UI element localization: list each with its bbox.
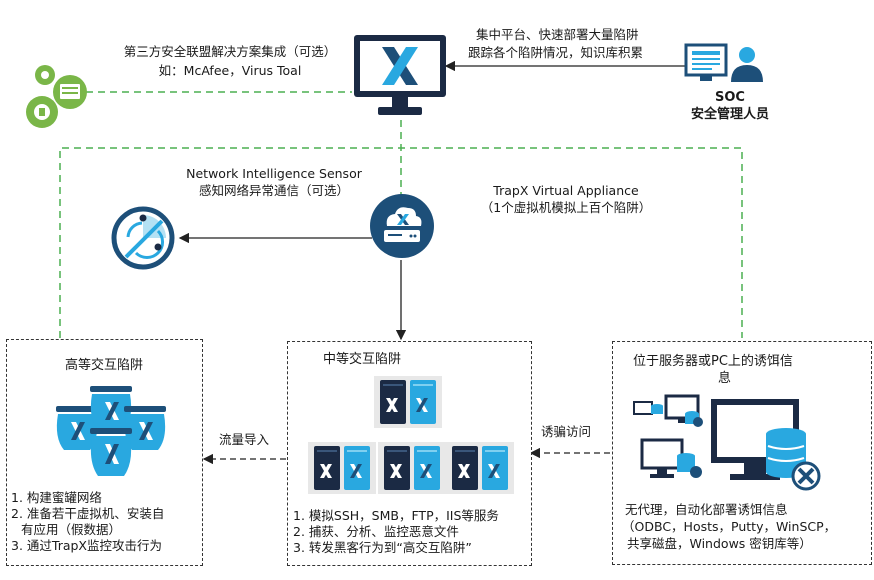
list-item: 2. 准备若干虚拟机、安装自	[11, 506, 165, 521]
decoy-desc-line1: 无代理，自动化部署诱饵信息	[625, 502, 788, 517]
gears-icon	[26, 65, 87, 128]
server-tower-icon	[308, 376, 514, 494]
soc-operator-icon	[684, 43, 763, 82]
decoy-title-line1: 位于服务器或PC上的诱饵信	[633, 354, 793, 369]
sensor-subtitle: 感知网络异常通信（可选）	[198, 183, 349, 198]
traffic-label: 流量导入	[219, 432, 270, 447]
cloud-appliance-icon	[370, 194, 434, 258]
list-item: 1. 构建蜜罐网络	[11, 490, 102, 505]
high-trap-list: 1. 构建蜜罐网络 2. 准备若干虚拟机、安装自 有应用（假数据） 3. 通过T…	[11, 490, 164, 554]
sensor-title: Network Intelligence Sensor	[186, 166, 362, 181]
list-item: 1. 模拟SSH，SMB，FTP，IIS等服务	[293, 508, 499, 523]
decoy-title-line2: 息	[718, 371, 732, 386]
decoy-desc-line3: 共享磁盘，Windows 密钥库等）	[627, 536, 812, 551]
third-party-title: 第三方安全联盟解决方案集成（可选）	[123, 44, 337, 59]
list-item: 3. 转发黑客行为到“高交互陷阱”	[293, 540, 472, 555]
lure-label: 诱骗访问	[541, 424, 592, 439]
soc-subtitle: 安全管理人员	[690, 107, 769, 122]
central-line1: 集中平台、快速部署大量陷阱	[476, 27, 639, 42]
mid-trap-title: 中等交互陷阱	[323, 352, 402, 367]
appliance-title: TrapX Virtual Appliance	[493, 183, 639, 198]
list-item: 2. 捕获、分析、监控恶意文件	[293, 524, 459, 539]
decoy-desc-line2: （ODBC，Hosts，Putty，WinSCP，	[622, 519, 837, 534]
appliance-subtitle: （1个虚拟机模拟上百个陷阱）	[480, 200, 652, 215]
mid-trap-list: 1. 模拟SSH，SMB，FTP，IIS等服务 2. 捕获、分析、监控恶意文件 …	[293, 508, 499, 556]
link-green-loop	[59, 147, 743, 338]
central-line2: 跟踪各个陷阱情况，知识库积累	[468, 45, 644, 60]
soc-title: SOC	[715, 90, 745, 105]
third-party-example: 如：McAfee，Virus Toal	[158, 63, 302, 78]
decoy-pc-icon	[633, 394, 821, 491]
list-item: 有应用（假数据）	[21, 522, 122, 537]
trapx-monitor-icon	[354, 35, 446, 115]
honeypot-jars-icon	[56, 386, 166, 476]
list-item: 3. 通过TrapX监控攻击行为	[11, 538, 162, 553]
radar-sensor-icon	[111, 206, 175, 270]
high-trap-title: 高等交互陷阱	[64, 358, 143, 373]
